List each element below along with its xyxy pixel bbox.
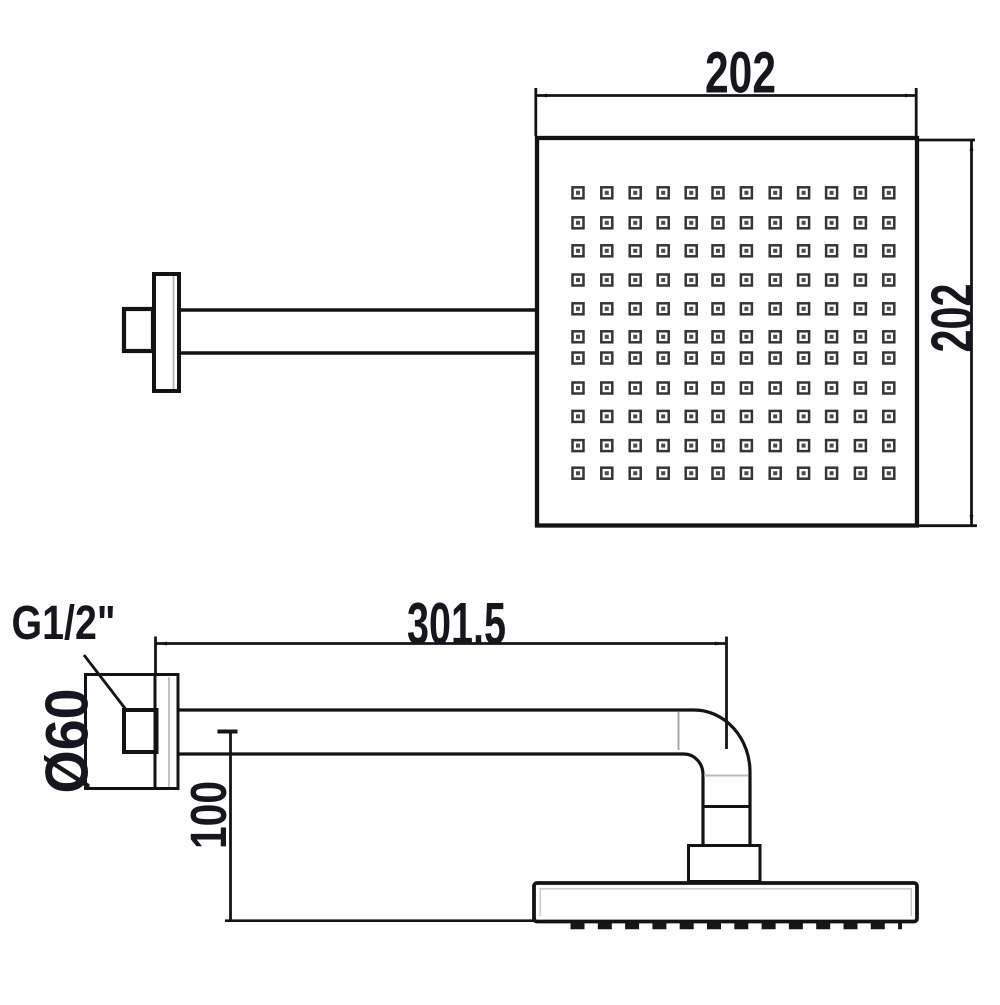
svg-text:202: 202: [920, 284, 986, 353]
svg-text:202: 202: [705, 41, 776, 106]
svg-text:100: 100: [180, 781, 237, 849]
svg-text:Ø60: Ø60: [34, 689, 101, 794]
svg-text:301.5: 301.5: [407, 591, 506, 657]
svg-text:G1/2": G1/2": [12, 597, 116, 650]
